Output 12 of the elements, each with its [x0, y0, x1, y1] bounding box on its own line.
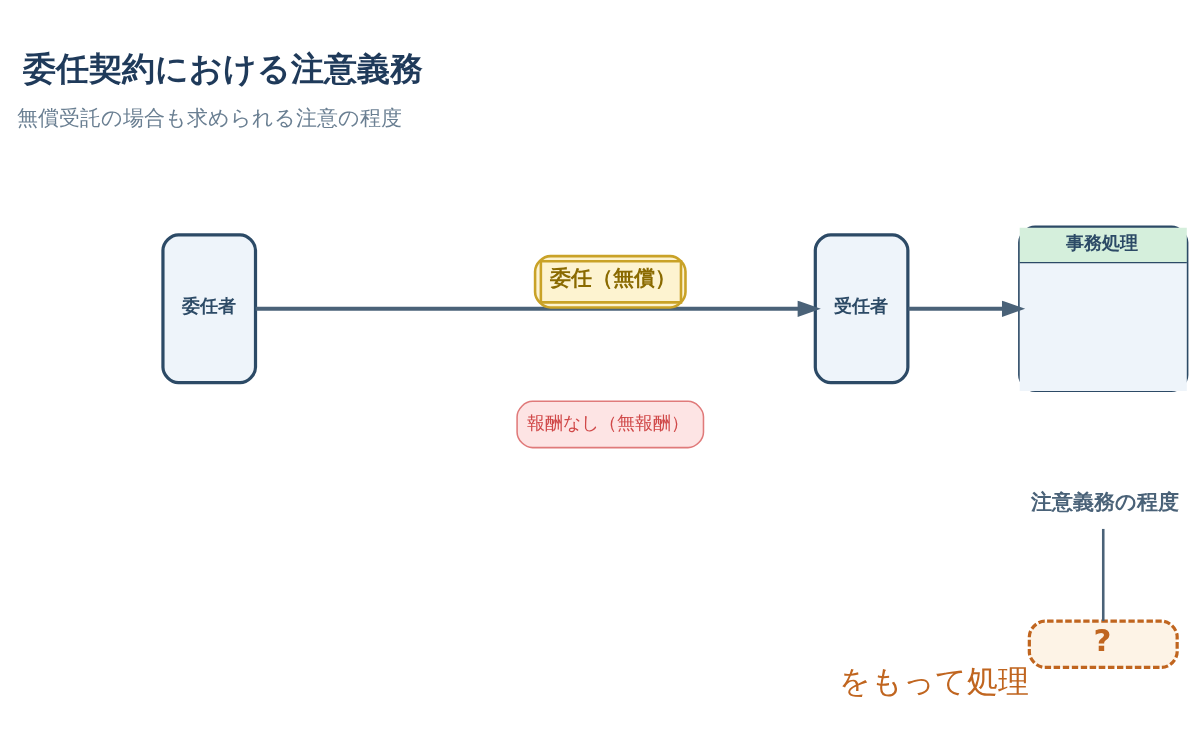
node-box: 報酬なし（無報酬）	[516, 400, 705, 449]
node-box: 受任者	[813, 233, 910, 385]
node-label: をもって処理	[839, 663, 1030, 700]
node-box: 委任者	[161, 233, 258, 385]
label: 無償受託の場合も求められる注意の程度	[16, 105, 402, 130]
arrow	[255, 300, 821, 317]
arrow	[908, 300, 1026, 317]
diagram-title: 委任契約における注意義務	[23, 48, 424, 88]
edge-label: 委任（無償）	[549, 266, 676, 291]
node-text: 注意義務の程度	[1031, 490, 1180, 515]
connector	[1101, 528, 1105, 621]
node-box: ?	[1027, 619, 1179, 670]
